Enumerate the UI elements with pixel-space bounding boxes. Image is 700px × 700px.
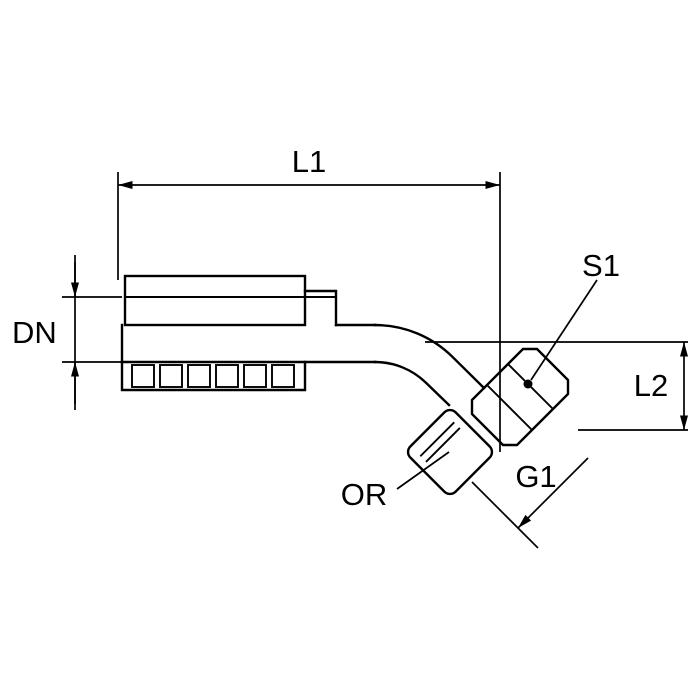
or-leader-line bbox=[396, 451, 450, 490]
nose-body bbox=[406, 408, 494, 496]
dim-label-dn: DN bbox=[12, 315, 57, 350]
g1-extension-line bbox=[471, 481, 539, 549]
lower-shell bbox=[120, 360, 307, 392]
o-ring-groove-line bbox=[419, 421, 455, 457]
serration bbox=[215, 364, 239, 388]
elbow-tube bbox=[373, 323, 486, 407]
dim-label-l2: L2 bbox=[634, 368, 668, 403]
hex-nut-outline bbox=[470, 347, 570, 447]
callout-s1: S1 bbox=[530, 248, 620, 381]
s1-leader-line bbox=[530, 279, 598, 381]
serration bbox=[159, 364, 183, 388]
callout-or: OR bbox=[341, 451, 450, 512]
dim-label-g1: G1 bbox=[515, 459, 556, 494]
dim-label-s1: S1 bbox=[582, 248, 620, 283]
crimp-serrations bbox=[131, 364, 295, 388]
serration bbox=[187, 364, 211, 388]
hex-flat-line bbox=[486, 384, 533, 431]
dimension-dn: DN bbox=[12, 255, 122, 410]
serration bbox=[131, 364, 155, 388]
swivel-nut bbox=[470, 347, 570, 447]
dimension-l1: L1 bbox=[117, 144, 501, 452]
serration bbox=[271, 364, 295, 388]
hose-shank bbox=[120, 274, 377, 392]
shell-collar bbox=[303, 289, 338, 327]
crimp-shell bbox=[123, 274, 307, 327]
dim-label-l1: L1 bbox=[292, 144, 326, 179]
g1-arrow bbox=[517, 457, 589, 529]
o-ring-nose bbox=[406, 408, 494, 496]
dimension-l2: L2 bbox=[425, 341, 688, 431]
o-ring-groove-line bbox=[425, 427, 461, 463]
dim-label-or: OR bbox=[341, 477, 388, 512]
s1-reference-dot bbox=[523, 379, 533, 389]
elbow-inner-wall bbox=[373, 360, 451, 407]
dimension-g1: G1 bbox=[471, 457, 589, 549]
elbow-outer-wall bbox=[373, 323, 486, 390]
serration bbox=[243, 364, 267, 388]
